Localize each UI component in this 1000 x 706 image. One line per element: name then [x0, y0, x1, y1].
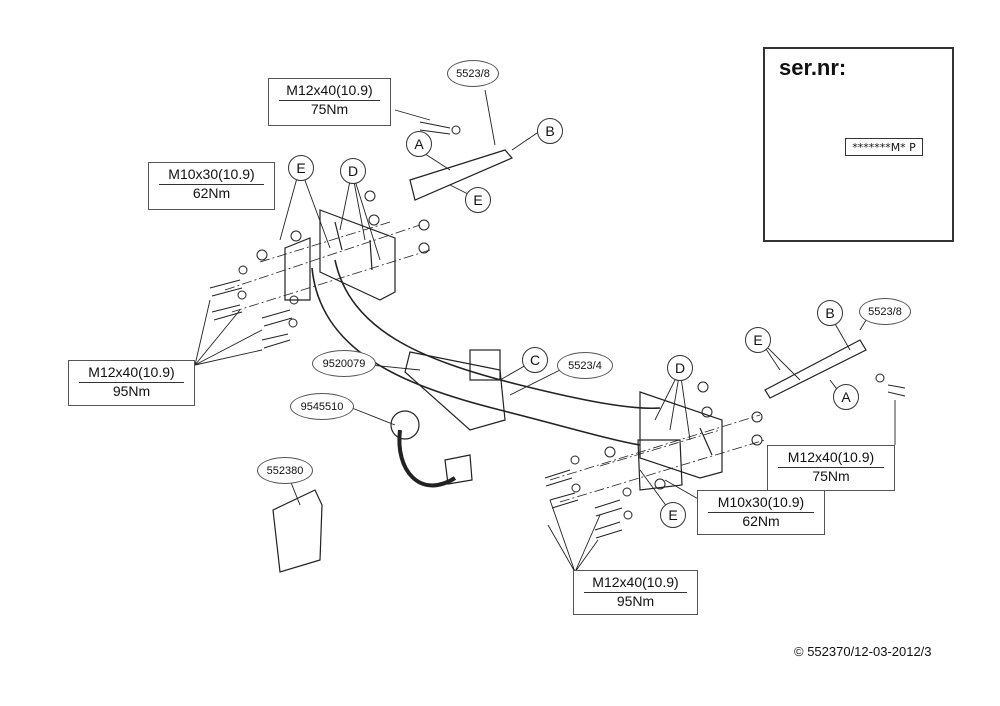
letter-label-e: E: [745, 327, 771, 353]
torque-value: 95Nm: [584, 592, 687, 610]
torque-box-right-m10: M10x30(10.9) 62Nm: [697, 490, 825, 535]
letter-label-b: B: [817, 300, 843, 326]
part-number-socket-plate: 552380: [257, 457, 313, 484]
letter-label-d: D: [340, 158, 366, 184]
letter-label-e: E: [288, 155, 314, 181]
part-number-right-bracket: 5523/8: [859, 298, 911, 325]
bolt-spec: M10x30(10.9): [717, 494, 805, 510]
letter-label-e: E: [660, 502, 686, 528]
part-number-crossbar: 5523/4: [557, 352, 613, 379]
torque-box-bottom: M12x40(10.9) 95Nm: [573, 570, 698, 615]
torque-box-left-m10: M10x30(10.9) 62Nm: [148, 162, 275, 210]
serial-code: *******M* P: [845, 138, 923, 156]
torque-value: 62Nm: [159, 184, 264, 202]
bolt-spec: M12x40(10.9): [286, 82, 373, 98]
bolt-spec: M12x40(10.9): [592, 574, 679, 590]
serial-title: ser.nr:: [779, 55, 847, 80]
part-number-socket-holder: 9520079: [312, 350, 376, 377]
bolt-spec: M10x30(10.9): [168, 166, 255, 182]
letter-label-a: A: [406, 131, 432, 157]
torque-value: 95Nm: [79, 382, 184, 400]
torque-box-left-m12: M12x40(10.9) 95Nm: [68, 360, 195, 406]
torque-value: 75Nm: [279, 100, 380, 118]
torque-box-top: M12x40(10.9) 75Nm: [268, 78, 391, 126]
letter-label-b: B: [537, 118, 563, 144]
part-number-ball: 9545510: [290, 393, 354, 420]
torque-value: 62Nm: [708, 512, 814, 530]
torque-value: 75Nm: [778, 467, 884, 485]
letter-label-e: E: [465, 187, 491, 213]
letter-label-d: D: [667, 355, 693, 381]
torque-box-right-m12: M12x40(10.9) 75Nm: [767, 445, 895, 491]
bolt-spec: M12x40(10.9): [787, 449, 875, 465]
letter-label-c: C: [522, 347, 548, 373]
bolt-spec: M12x40(10.9): [88, 364, 175, 380]
letter-label-a: A: [833, 384, 859, 410]
copyright-text: © 552370/12-03-2012/3: [794, 644, 932, 659]
part-number-top-bracket: 5523/8: [447, 60, 499, 87]
